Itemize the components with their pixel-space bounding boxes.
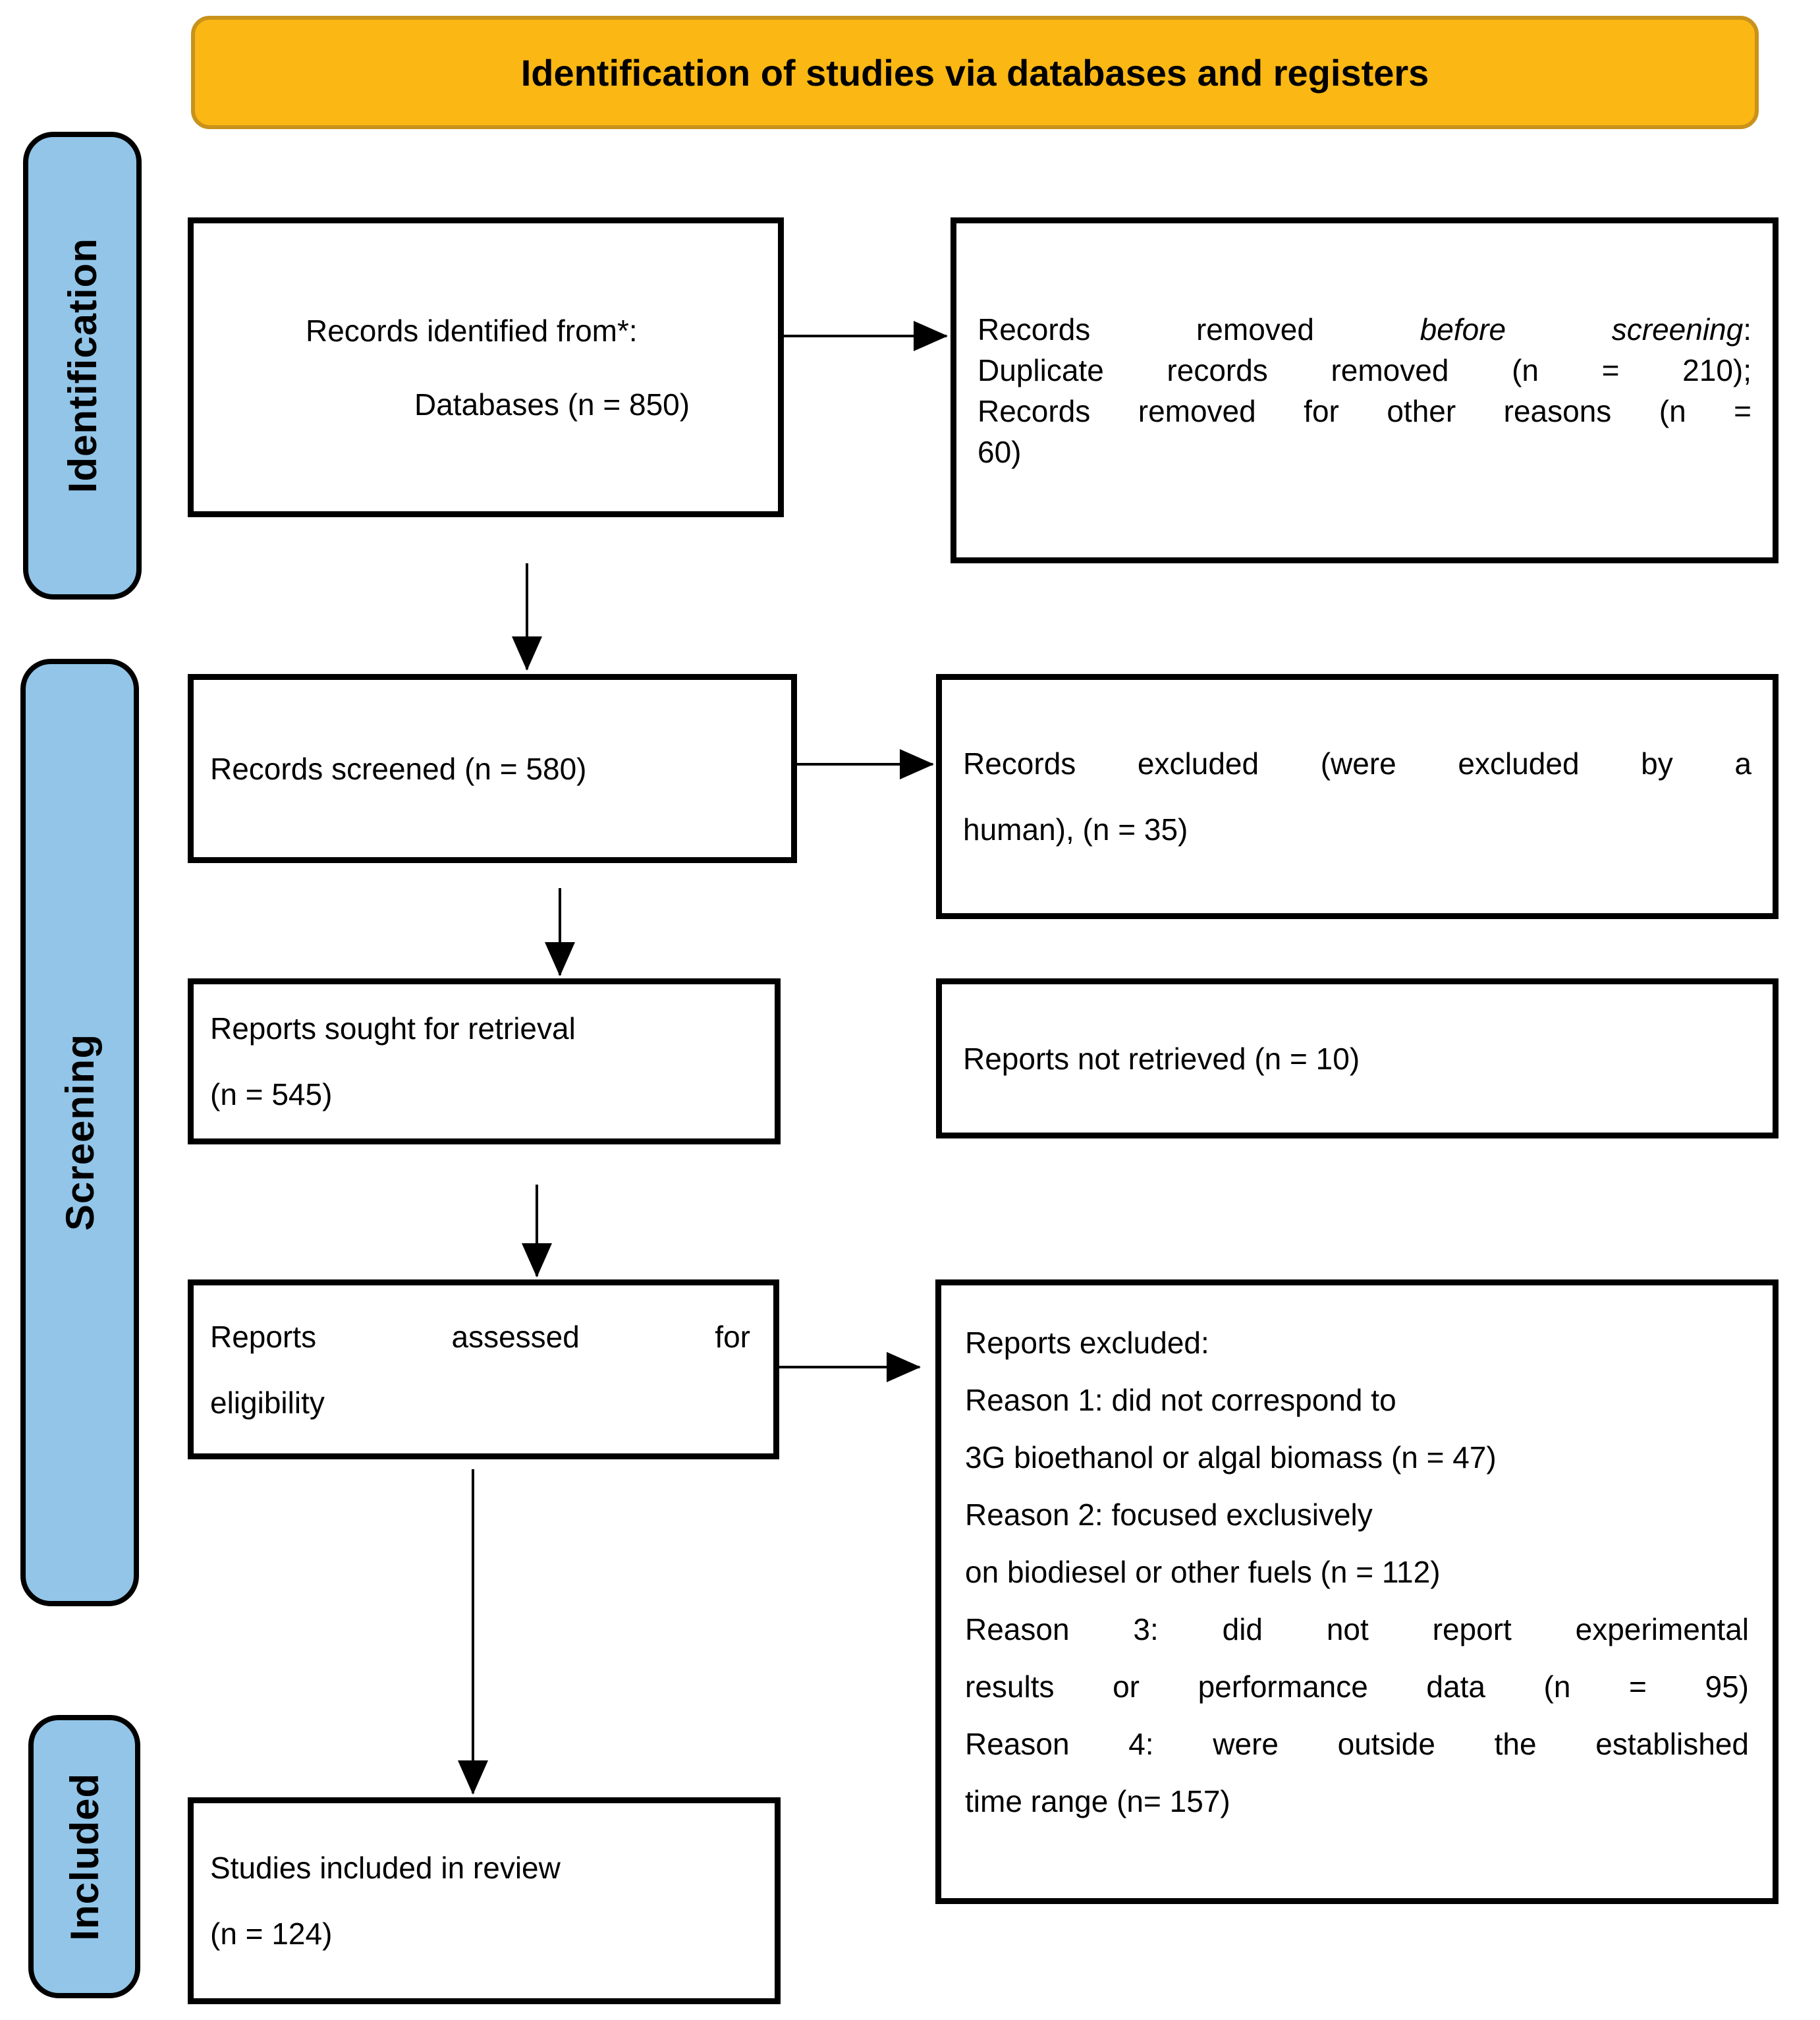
box-text-line: Reports not retrieved (n = 10) bbox=[963, 1041, 1360, 1076]
stage-bar-included: Included bbox=[28, 1715, 140, 1998]
box-text-line: Records excluded (were excluded by a bbox=[963, 746, 1751, 781]
box-text-line: (n = 124) bbox=[210, 1917, 333, 1951]
box-records-screened: Records screened (n = 580) bbox=[188, 674, 797, 863]
box-reports-not-retrieved: Reports not retrieved (n = 10) bbox=[936, 978, 1779, 1138]
box-text-line: human), (n = 35) bbox=[963, 812, 1188, 847]
box-text-line: Reason 4: were outside the established bbox=[965, 1727, 1749, 1761]
box-text-line: Records identified from*: bbox=[306, 313, 638, 348]
stage-label-screening: Screening bbox=[57, 1034, 102, 1231]
box-text-line: 60) bbox=[978, 434, 1022, 469]
box-text-line: time range (n= 157) bbox=[965, 1784, 1230, 1818]
box-text-line: Reason 2: focused exclusively bbox=[965, 1498, 1373, 1532]
stage-label-identification: Identification bbox=[60, 238, 105, 493]
banner-title: Identification of studies via databases … bbox=[191, 16, 1759, 129]
box-reports-excluded: Reports excluded: Reason 1: did not corre… bbox=[935, 1279, 1779, 1904]
box-text-line: Studies included in review bbox=[210, 1851, 561, 1885]
box-text-line: Records removed before screening: bbox=[978, 312, 1751, 347]
box-text-line: 3G bioethanol or algal biomass (n = 47) bbox=[965, 1440, 1497, 1474]
box-text-line: Reports excluded: bbox=[965, 1326, 1209, 1360]
box-text-line: (n = 545) bbox=[210, 1077, 333, 1111]
box-records-excluded: Records excluded (were excluded by a huma… bbox=[936, 674, 1779, 919]
box-text-line: Reason 1: did not correspond to bbox=[965, 1383, 1396, 1417]
box-reports-assessed: Reports assessed for eligibility bbox=[188, 1279, 779, 1459]
box-text-line: Records removed for other reasons (n = bbox=[978, 393, 1751, 428]
banner-title-label: Identification of studies via databases … bbox=[520, 51, 1429, 94]
box-reports-sought: Reports sought for retrieval (n = 545) bbox=[188, 978, 781, 1144]
box-text-line: Records screened (n = 580) bbox=[210, 751, 587, 786]
stage-label-included: Included bbox=[62, 1772, 107, 1941]
box-text-line: Reports assessed for bbox=[210, 1319, 750, 1354]
stage-bar-screening: Screening bbox=[20, 659, 139, 1606]
box-text-line: Reason 3: did not report experimental bbox=[965, 1612, 1749, 1646]
box-records-identified: Records identified from*: Databases (n = … bbox=[188, 217, 784, 517]
box-records-removed: Records removed before screening: Duplica… bbox=[951, 217, 1779, 563]
stage-bar-identification: Identification bbox=[23, 132, 142, 600]
box-studies-included: Studies included in review (n = 124) bbox=[188, 1797, 781, 2004]
box-text-line: eligibility bbox=[210, 1385, 325, 1420]
box-text-line: Databases (n = 850) bbox=[414, 387, 690, 422]
box-text-line: Duplicate records removed (n = 210); bbox=[978, 352, 1751, 387]
box-text-line: Reports sought for retrieval bbox=[210, 1011, 576, 1046]
box-text-line: on biodiesel or other fuels (n = 112) bbox=[965, 1555, 1441, 1589]
box-text-line: results or performance data (n = 95) bbox=[965, 1669, 1749, 1704]
